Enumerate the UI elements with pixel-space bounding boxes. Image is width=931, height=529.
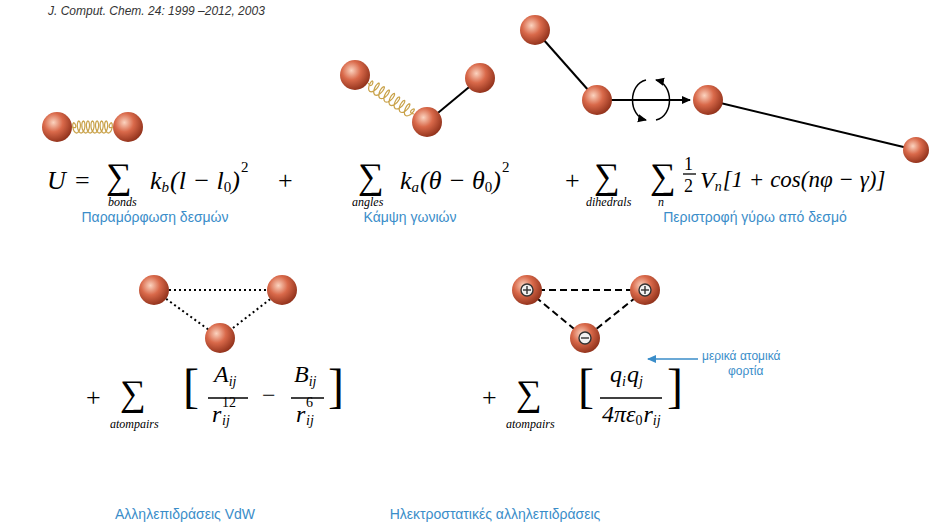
math-symbol: + [565,168,580,194]
fraction-bars [208,174,696,398]
bond-line [708,100,916,150]
math-symbol: 12 [222,396,236,410]
math-symbol: = [75,168,90,194]
math-symbol: 2 [684,177,693,195]
math-term: k [400,168,412,194]
math-symbol: ∑ [106,158,132,194]
math-term: ij [653,414,661,428]
math-term: 4πε [602,402,635,426]
caption: Αλληλεπιδράσεις VdW [115,507,255,521]
math-symbol: + [482,385,497,411]
caption: Κάμψη γωνιών [364,210,457,224]
math-term: bonds [108,196,137,208]
annotation-note: φορτία [728,365,763,377]
math-symbol: ∑ [516,375,542,411]
math-term: k [150,168,162,194]
math-term: ) [492,168,501,194]
math-term: ij [309,375,317,389]
math-term: j [639,375,643,389]
math-symbol: 2 [502,160,510,175]
math-symbol: 6 [306,396,313,410]
math-symbol: [ [183,362,199,410]
math-term: q [610,362,622,386]
caption: Περιστροφή γύρω από δεσμό [663,210,847,224]
math-term: ij [222,414,230,428]
math-symbol: [ [578,362,594,410]
citation: J. Comput. Chem. 24: 1999 –2012, 2003 [48,5,265,17]
math-symbol: ] [667,362,683,410]
math-term: [1 + cos(nφ − γ)] [723,168,886,191]
math-symbol: − [262,383,276,407]
math-symbol: ∑ [120,375,146,411]
math-term: ij [306,414,314,428]
spring-coil [368,81,414,116]
math-term: atompairs [506,418,555,430]
math-symbol: ∑ [358,158,384,194]
math-term: b [162,180,170,195]
math-symbol: 0 [485,180,493,195]
math-symbol: ∑ [594,158,620,194]
annotation-note: μερικά ατομικά [702,350,780,362]
leader-arrow [648,358,698,359]
math-term: r [296,402,305,426]
math-symbol: 0 [224,180,232,195]
math-symbol: + [278,168,293,194]
springs [72,81,414,133]
math-symbol: 2 [241,160,249,175]
math-term: (l − l [170,168,224,194]
math-term: atompairs [110,418,159,430]
math-term: r [212,402,221,426]
rotation-arrow [633,80,647,120]
math-term: V [700,168,715,192]
charge-symbols [521,284,651,344]
math-term: ) [231,168,240,194]
math-term: B [294,362,309,386]
math-term: dihedrals [586,196,631,208]
rotation-arrow [656,80,670,120]
math-term: (θ − θ [420,168,485,194]
caption: Ηλεκτροστατικές αλληλεπιδράσεις [390,507,601,521]
math-symbol: 1 [684,155,693,173]
math-symbol: + [86,385,101,411]
math-symbol: 0 [635,414,642,428]
math-term: n [658,196,664,208]
math-term: n [715,180,722,194]
spring-coil [72,121,113,133]
math-term: A [214,362,229,386]
math-term: r [643,402,652,426]
math-term: q [627,362,639,386]
math-term: i [622,375,626,389]
math-symbol: ] [328,362,344,410]
caption: Παραμόρφωση δεσμών [81,210,228,224]
math-term: U [47,168,66,194]
math-term: a [412,180,420,195]
math-term: angles [352,196,383,208]
atom-spheres [42,15,929,353]
math-symbol: ∑ [650,158,676,194]
math-term: ij [229,375,237,389]
